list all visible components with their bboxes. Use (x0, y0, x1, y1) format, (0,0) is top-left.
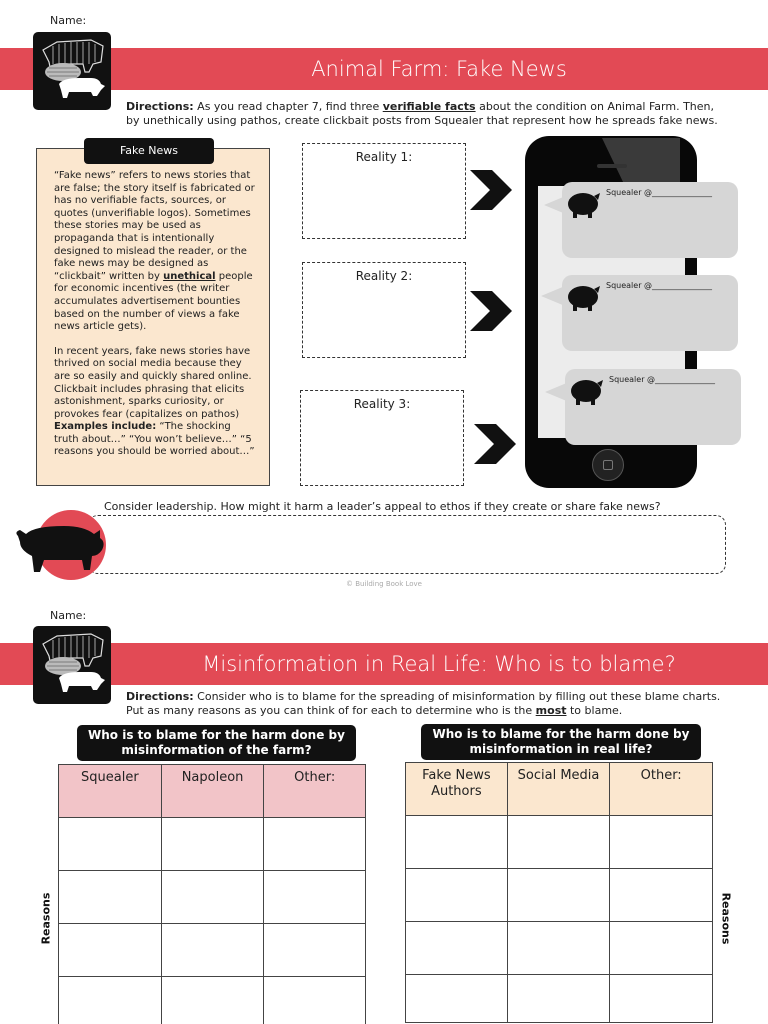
column-header: Other: (263, 764, 366, 818)
reason-cell[interactable] (506, 974, 611, 1023)
pig-avatar-icon (564, 184, 602, 222)
fake-news-paragraph-1: “Fake news” refers to news stories that … (54, 170, 255, 333)
reason-cell[interactable] (405, 921, 508, 975)
reason-cell[interactable] (58, 923, 162, 977)
leadership-question: Consider leadership. How might it harm a… (104, 500, 661, 513)
table-header-row: Fake News Authors Social Media Other: (405, 762, 713, 816)
directions-emphasis: verifiable facts (382, 100, 476, 113)
reasons-label-left: Reasons (39, 892, 53, 945)
squealer-post-3[interactable]: Squealer @_______________ (565, 369, 741, 445)
phone-glare (602, 138, 680, 184)
title-banner: Animal Farm: Fake News (0, 48, 768, 90)
reality-2-label: Reality 2: (355, 269, 413, 283)
chevron-right-icon (470, 291, 512, 331)
left-chart-heading: Who is to blame for the harm done by mis… (77, 725, 356, 761)
page-title: Animal Farm: Fake News (311, 57, 567, 81)
reason-cell[interactable] (405, 974, 508, 1023)
home-button-icon (592, 449, 624, 481)
reality-3-label: Reality 3: (353, 397, 411, 411)
reason-cell[interactable] (263, 817, 366, 871)
reason-cell[interactable] (405, 868, 508, 922)
chevron-right-icon (470, 170, 512, 210)
reason-cell[interactable] (263, 870, 366, 924)
column-header: Napoleon (160, 764, 265, 818)
directions-text-end: about the condition on Animal Farm. Then… (126, 100, 718, 127)
reality-2-box[interactable]: Reality 2: (302, 262, 466, 358)
directions-text: Consider who is to blame for the spreadi… (126, 690, 721, 717)
pig-avatar-icon (567, 371, 605, 409)
table-header-row: Squealer Napoleon Other: (58, 764, 366, 818)
reason-cell[interactable] (58, 870, 162, 924)
animal-logo (33, 32, 111, 110)
pig-avatar-icon (564, 277, 602, 315)
reason-cell[interactable] (609, 868, 713, 922)
column-header: Social Media (506, 762, 611, 816)
reason-cell[interactable] (506, 868, 611, 922)
reason-cell[interactable] (609, 815, 713, 869)
table-row (58, 870, 366, 924)
table-row (58, 976, 366, 1024)
squealer-handle: Squealer @_______________ (609, 375, 716, 384)
reality-3-box[interactable]: Reality 3: (300, 390, 464, 486)
table-row (405, 868, 713, 922)
leadership-answer-box[interactable] (88, 515, 726, 574)
squealer-post-1[interactable]: Squealer @_______________ (562, 182, 738, 258)
reason-cell[interactable] (609, 974, 713, 1023)
reality-1-label: Reality 1: (355, 150, 413, 164)
table-row (58, 817, 366, 871)
bubble-tail (545, 382, 569, 402)
fake-news-text: “Fake news” refers to news stories that … (54, 170, 256, 471)
animals-icon (42, 633, 105, 692)
animal-logo (33, 626, 111, 704)
squealer-handle: Squealer @_______________ (606, 281, 713, 290)
page-title: Misinformation in Real Life: Who is to b… (202, 652, 676, 676)
fake-news-paragraph-2: In recent years, fake news stories have … (54, 345, 255, 458)
table-row (405, 815, 713, 869)
squealer-post-2[interactable]: Squealer @_______________ (562, 275, 738, 351)
directions-emphasis: most (535, 704, 567, 717)
reason-cell[interactable] (160, 817, 265, 871)
reason-cell[interactable] (405, 815, 508, 869)
reason-cell[interactable] (263, 976, 366, 1024)
table-row (405, 921, 713, 975)
column-header: Squealer (58, 764, 162, 818)
reason-cell[interactable] (506, 921, 611, 975)
directions-lead: Directions: (126, 690, 194, 703)
column-header: Other: (609, 762, 713, 816)
directions-lead: Directions: (126, 100, 194, 113)
copyright-text: © Building Book Love (345, 580, 422, 588)
chevron-right-icon (474, 424, 516, 464)
directions: Directions: As you read chapter 7, find … (126, 100, 726, 128)
fake-news-tab: Fake News (84, 138, 214, 164)
title-banner: Misinformation in Real Life: Who is to b… (0, 643, 768, 685)
reason-cell[interactable] (160, 976, 265, 1024)
reasons-label-right: Reasons (719, 892, 733, 945)
column-header: Fake News Authors (405, 762, 508, 816)
real-life-blame-chart: Fake News Authors Social Media Other: (405, 762, 713, 1023)
reality-1-box[interactable]: Reality 1: (302, 143, 466, 239)
name-label: Name: (50, 14, 87, 27)
name-label: Name: (50, 609, 87, 622)
phone-speaker-icon (597, 164, 627, 168)
table-row (405, 974, 713, 1023)
reason-cell[interactable] (160, 923, 265, 977)
directions-text-end: to blame. (566, 704, 623, 717)
fake-news-box (36, 148, 270, 486)
directions-text: As you read chapter 7, find three (193, 100, 383, 113)
reason-cell[interactable] (506, 815, 611, 869)
squealer-handle: Squealer @_______________ (606, 188, 713, 197)
table-row (58, 923, 366, 977)
reason-cell[interactable] (58, 976, 162, 1024)
reason-cell[interactable] (160, 870, 265, 924)
right-chart-heading: Who is to blame for the harm done by mis… (421, 724, 701, 760)
reason-cell[interactable] (609, 921, 713, 975)
bubble-tail (541, 286, 565, 306)
animals-icon (42, 39, 105, 98)
directions: Directions: Consider who is to blame for… (126, 690, 736, 718)
reason-cell[interactable] (58, 817, 162, 871)
farm-blame-chart: Squealer Napoleon Other: (58, 764, 366, 1024)
pig-silhouette-icon (16, 526, 104, 572)
reason-cell[interactable] (263, 923, 366, 977)
